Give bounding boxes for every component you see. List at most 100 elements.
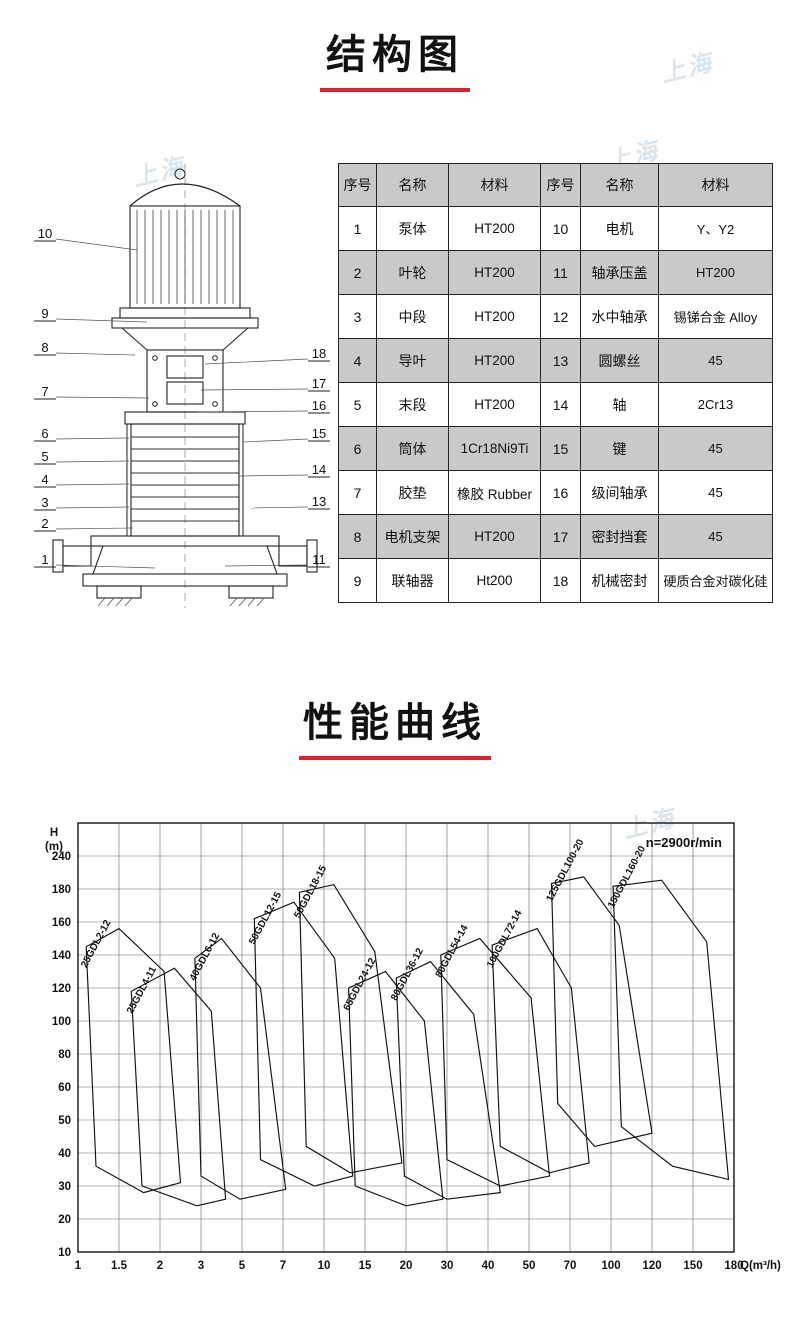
table-cell: 导叶 (376, 338, 449, 383)
table-cell: 密封挡套 (580, 514, 659, 559)
x-tick-label: 20 (400, 1260, 413, 1272)
foot-right (228, 585, 274, 599)
x-tick-label: 50 (523, 1260, 536, 1272)
table-cell: 泵体 (376, 206, 449, 251)
table-cell: HT200 (448, 338, 541, 383)
column-header: 序号 (338, 163, 377, 207)
pump-curve (130, 967, 227, 1207)
table-cell: HT200 (448, 250, 541, 295)
x-tick-label: 10 (318, 1260, 331, 1272)
x-tick-label: 5 (239, 1260, 246, 1272)
curve-label: 40GDL6-12 (188, 931, 222, 983)
title-underline (320, 88, 470, 92)
table-cell: HT200 (448, 382, 541, 427)
speed-annotation: n=2900r/min (646, 835, 722, 850)
table-cell: 中段 (376, 294, 449, 339)
leader-line (55, 437, 130, 440)
x-tick-label: 7 (280, 1260, 286, 1272)
y-tick-label: 30 (58, 1181, 71, 1193)
table-cell: 电机 (580, 206, 659, 251)
title-underline (299, 756, 491, 760)
callout-number: 2 (41, 516, 48, 531)
y-tick-label: 50 (58, 1115, 71, 1127)
table-cell: 硬质合金对碳化硅 (658, 558, 773, 603)
y-tick-label: 10 (58, 1247, 71, 1259)
table-cell: HT200 (448, 294, 541, 339)
bolt (152, 401, 158, 407)
table-cell: 2Cr13 (658, 382, 773, 427)
table-cell: 4 (338, 338, 377, 383)
ground-hatch (229, 597, 238, 607)
column-header: 材料 (658, 163, 773, 207)
table-cell: 圆螺丝 (580, 338, 659, 383)
table-cell: 45 (658, 514, 773, 559)
y-tick-label: 80 (58, 1049, 71, 1061)
leader-line (55, 396, 150, 399)
pump-curve (253, 901, 354, 1187)
lifting-eye (174, 168, 186, 180)
ground-hatch (124, 597, 133, 607)
leader-line (204, 358, 309, 365)
curve-label: 80GDL36-12 (389, 946, 426, 1003)
motor-flange-lower (111, 317, 259, 329)
table-cell: 级间轴承 (580, 470, 659, 515)
y-tick-label: 40 (58, 1148, 71, 1160)
leader-line (55, 564, 156, 569)
x-tick-label: 30 (441, 1260, 454, 1272)
coupling-lower (166, 381, 204, 405)
table-cell: 15 (540, 426, 581, 471)
callout-number: 10 (38, 226, 52, 241)
y-tick-label: 120 (52, 983, 71, 995)
x-tick-label: 15 (359, 1260, 372, 1272)
motor-dome (129, 183, 241, 207)
table-cell: HT200 (448, 514, 541, 559)
callout-number: 11 (312, 552, 326, 567)
x-tick-label: 150 (683, 1260, 702, 1272)
table-cell: 机械密封 (580, 558, 659, 603)
callout-number: 5 (41, 449, 48, 464)
curve-label: 25GDL2-12 (79, 918, 113, 970)
callout-number: 17 (312, 376, 326, 391)
leader-line (55, 460, 130, 463)
pump-curve (85, 927, 182, 1194)
callout-number: 9 (41, 306, 48, 321)
table-cell: 筒体 (376, 426, 449, 471)
pump-curve (194, 937, 287, 1200)
callout-number: 1 (41, 552, 48, 567)
pump-curve (550, 876, 653, 1148)
ground-hatch (247, 597, 256, 607)
y-axis-label: (m) (45, 841, 63, 853)
bolt (212, 401, 218, 407)
table-cell: Y、Y2 (658, 206, 773, 251)
column-header: 名称 (580, 163, 659, 207)
table-cell: HT200 (658, 250, 773, 295)
ground-hatch (97, 597, 106, 607)
table-cell: 1Cr18Ni9Ti (448, 426, 541, 471)
x-tick-label: 180 (724, 1260, 743, 1272)
y-tick-label: 240 (52, 851, 71, 863)
curve-label: 65GDL24-12 (342, 956, 379, 1013)
table-cell: 45 (658, 470, 773, 515)
leader-line (55, 318, 148, 323)
x-tick-label: 2 (157, 1260, 163, 1272)
table-cell: 16 (540, 470, 581, 515)
callout-number: 15 (312, 426, 326, 441)
y-tick-label: 160 (52, 917, 71, 929)
curve-label: 25GDL4-11 (125, 965, 159, 1016)
callout-number: 6 (41, 426, 48, 441)
table-cell: 9 (338, 558, 377, 603)
bolt (152, 355, 158, 361)
table-cell: 12 (540, 294, 581, 339)
callout-number: 14 (312, 462, 326, 477)
table-cell: 2 (338, 250, 377, 295)
table-cell: 胶垫 (376, 470, 449, 515)
ground-hatch (256, 597, 265, 607)
callout-number: 18 (312, 346, 326, 361)
